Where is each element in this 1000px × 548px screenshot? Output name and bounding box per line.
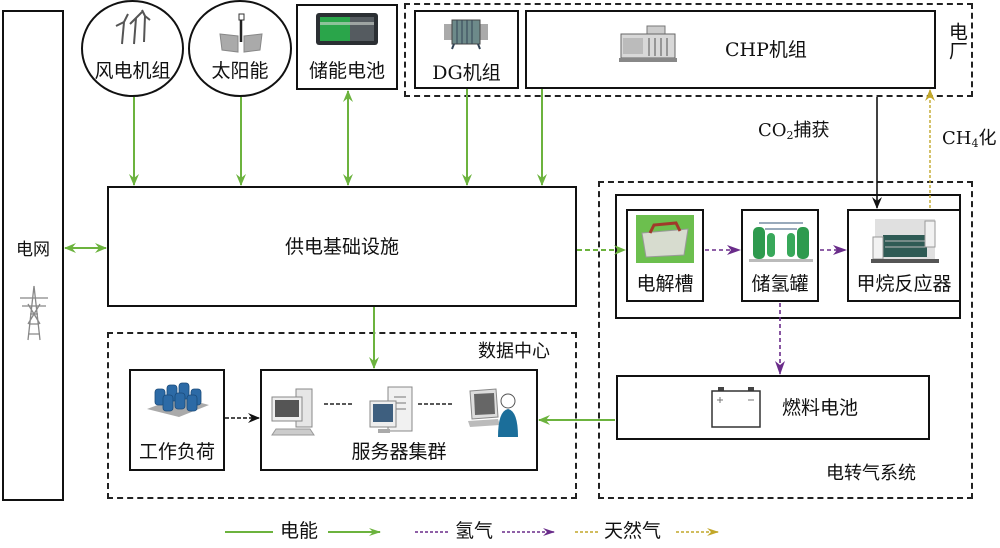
power-plant-label: 电厂 (945, 22, 968, 60)
dg-unit-label: DG机组 (432, 62, 501, 84)
hydrogen-tank-icon (749, 222, 813, 262)
transmission-tower-icon (20, 285, 48, 341)
fuel-cell-box: 燃料电池 (616, 375, 930, 440)
ch4-subscript: 4 (971, 137, 979, 150)
solar-panel-icon (219, 13, 263, 53)
workload-label: 工作负荷 (138, 441, 215, 463)
legend-gas-label: 天然气 (604, 520, 662, 542)
legend-hydrogen-label: 氢气 (455, 520, 494, 542)
reactor-icon (871, 219, 939, 263)
ch4-prefix: CH (942, 128, 972, 149)
server-cluster-label: 服务器集群 (351, 441, 447, 463)
server-cluster-box: 服务器集群 (260, 369, 538, 471)
wind-label: 风电机组 (94, 60, 171, 82)
hydrogen-tank-box: 储氢罐 (741, 209, 819, 302)
methane-reactor-label: 甲烷反应器 (856, 273, 952, 295)
solar-node: 太阳能 (188, 0, 292, 97)
hydrogen-tank-label: 储氢罐 (751, 273, 809, 295)
grid-label: 电网 (16, 240, 50, 260)
co2-suffix: 捕获 (793, 120, 830, 141)
data-center-label: 数据中心 (478, 341, 550, 362)
solar-label: 太阳能 (211, 60, 269, 82)
computer-icon (271, 388, 315, 436)
fuel-cell-label: 燃料电池 (782, 397, 859, 419)
database-cluster-icon (147, 382, 209, 417)
electrolyzer-icon (636, 215, 694, 263)
chp-unit-icon (619, 25, 677, 62)
wind-turbine-icon (115, 9, 151, 45)
co2-prefix: CO (758, 120, 787, 141)
legend-electric-label: 电能 (280, 520, 319, 542)
electrolyzer-box: 电解槽 (626, 209, 704, 302)
generator-icon (444, 19, 488, 50)
methane-reactor-box: 甲烷反应器 (847, 209, 961, 302)
workload-box: 工作负荷 (129, 369, 225, 471)
storage-battery-box: 储能电池 (296, 4, 398, 90)
dg-unit-box: DG机组 (414, 10, 519, 89)
power-plant-group (404, 3, 973, 97)
fuel-cell-battery-icon (711, 387, 761, 428)
co2-capture-label: CO2捕获 (758, 120, 830, 142)
legend: 电能 氢气 天然气 (200, 518, 740, 544)
battery-icon (316, 13, 378, 45)
laptop-user-icon (468, 388, 518, 437)
data-center-group (107, 332, 577, 499)
power-supply-label: 供电基础设施 (284, 236, 399, 258)
p2g-system-label: 电转气系统 (826, 463, 916, 484)
chp-unit-label: CHP机组 (725, 39, 807, 61)
ch4-label: CH4化 (942, 128, 997, 150)
grid-box: 电网 (2, 10, 64, 501)
p2g-system-group (598, 181, 973, 499)
storage-battery-label: 储能电池 (308, 60, 385, 82)
co2-subscript: 2 (786, 129, 794, 142)
server-icon (369, 386, 413, 433)
chp-unit-box: CHP机组 (525, 10, 936, 89)
power-supply-infrastructure-box: 供电基础设施 (107, 186, 577, 307)
electrolyzer-label: 电解槽 (636, 273, 694, 295)
wind-turbine-node: 风电机组 (81, 0, 184, 97)
ch4-suffix: 化 (978, 128, 997, 149)
